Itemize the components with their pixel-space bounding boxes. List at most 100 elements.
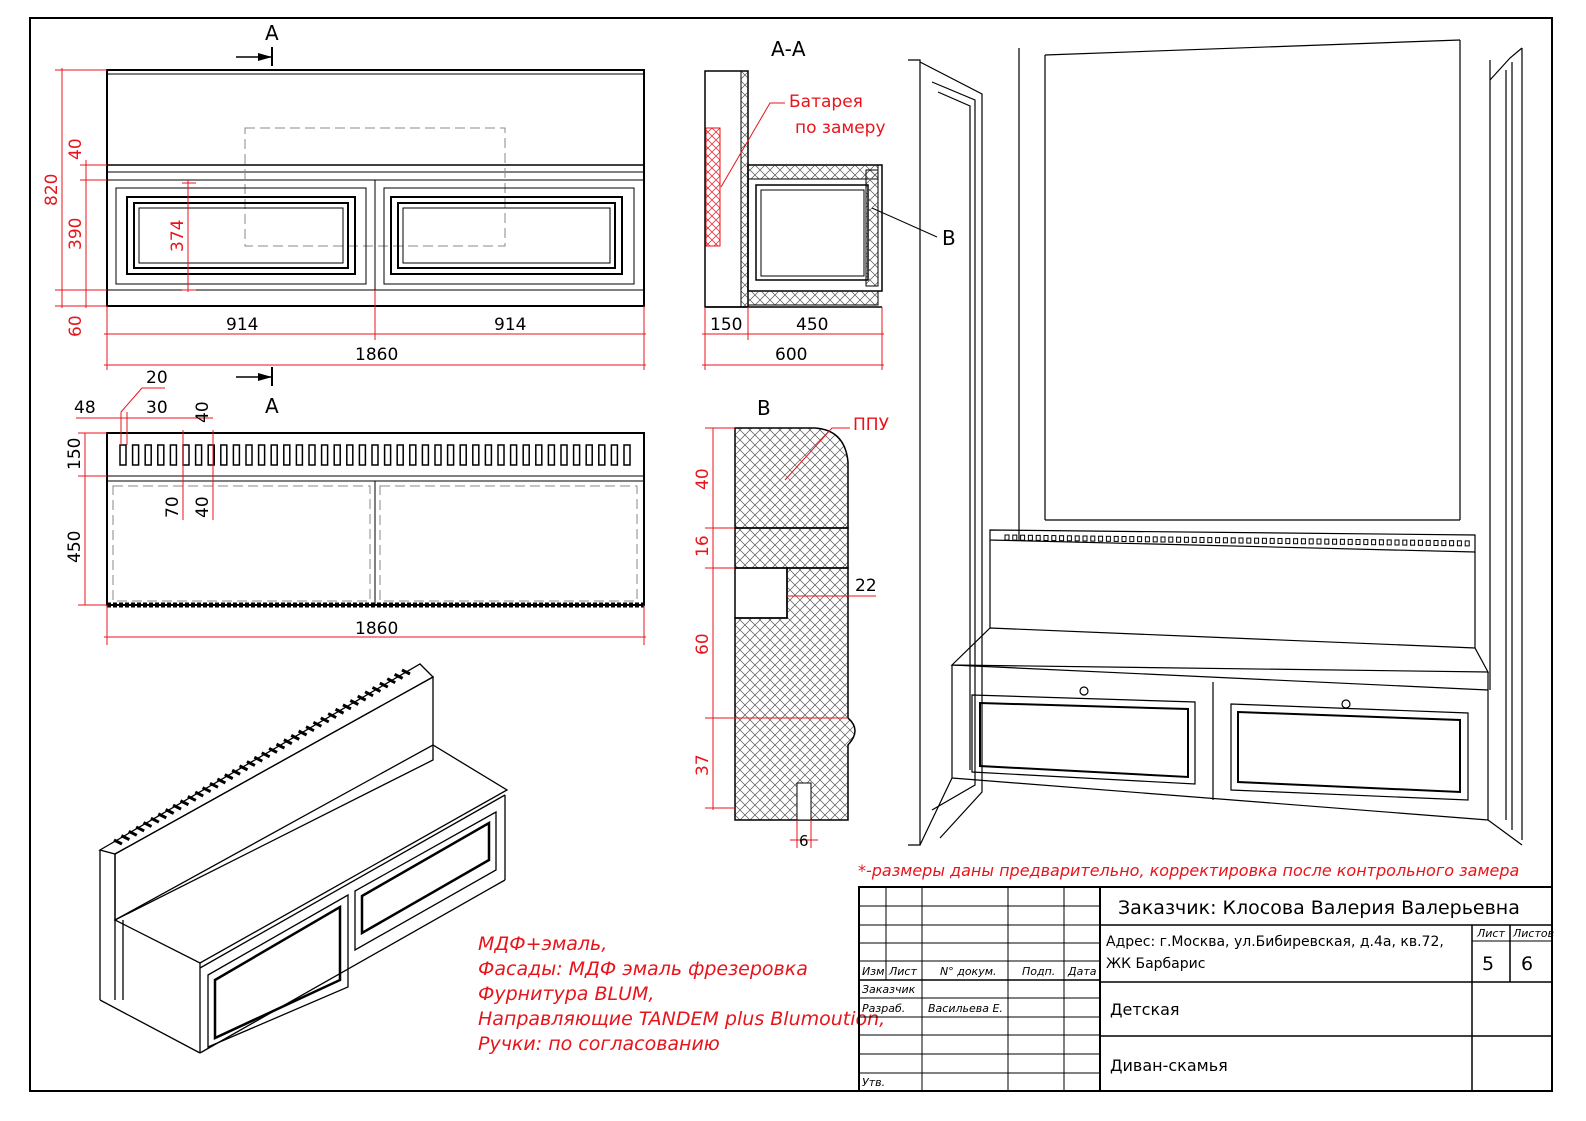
iso-vent-slot	[179, 799, 190, 807]
section-title: А-А	[771, 37, 806, 61]
persp-vent-slot	[1410, 539, 1416, 546]
material-note-1: МДФ+эмаль,	[478, 933, 607, 955]
persp-vent-slot	[1316, 538, 1322, 545]
iso-vent-slot	[201, 786, 212, 794]
material-note-4: Направляющие TANDEM plus Blumoution,	[478, 1008, 885, 1030]
persp-vent-slot	[1402, 539, 1408, 546]
iso-vent-slot	[364, 690, 374, 698]
iso-vent-slot	[393, 673, 404, 680]
iso-vent-slot	[401, 668, 411, 676]
dim-foam: 40	[693, 468, 713, 490]
persp-vent-slot	[1300, 538, 1306, 545]
iso-vent-slot	[261, 751, 271, 759]
notes: МДФ+эмаль, Фасады: МДФ эмаль фрезеровка …	[478, 861, 1519, 1055]
dim-right-width: 914	[494, 315, 526, 335]
col-doc-no: N° докум.	[940, 965, 997, 978]
iso-vent-slot	[312, 720, 323, 728]
iso-vent-slot	[320, 716, 330, 724]
persp-vent-slot	[1168, 536, 1174, 543]
vent-slot	[220, 444, 228, 466]
dim-board: 16	[693, 535, 713, 557]
vent-slot	[472, 444, 480, 466]
vent-slot	[333, 444, 341, 466]
vent-slot-row	[119, 444, 631, 466]
address-line1: Адрес: г.Москва, ул.Бибиревская, д.4а, к…	[1106, 934, 1444, 950]
persp-vent-slot	[1144, 536, 1150, 543]
iso-vent-slot	[327, 712, 337, 719]
dim-plinth: 60	[66, 315, 86, 337]
iso-vent-slot	[334, 707, 345, 715]
vent-slot	[497, 444, 505, 466]
dim-total-height: 820	[42, 174, 62, 206]
iso-vent-slot	[283, 738, 293, 746]
vent-slot	[257, 444, 266, 466]
dim-drawer-height: 390	[66, 218, 86, 250]
isometric-view	[98, 663, 509, 1054]
persp-vent-slot	[1308, 538, 1314, 545]
sheet-number: 5	[1482, 953, 1494, 975]
persp-vent-slot	[1222, 537, 1228, 544]
radiator-note-line1: Батарея	[789, 92, 863, 112]
dim-bottom: 37	[693, 754, 713, 776]
dim-offset: 48	[74, 398, 96, 418]
iso-vent-slot	[135, 825, 145, 833]
dim-slot-pitch: 40	[193, 401, 213, 423]
iso-vent-slot	[349, 699, 359, 706]
vent-slot	[182, 444, 190, 466]
iso-vent-slot	[150, 816, 160, 824]
front-view: А А 820 40 390 60 374	[42, 21, 646, 418]
title-block	[858, 886, 1553, 1092]
vent-slot	[459, 444, 467, 466]
persp-vent-slot	[1285, 538, 1291, 545]
persp-vent-slot	[1238, 537, 1244, 544]
material-note-5: Ручки: по согласованию	[478, 1033, 720, 1055]
detail-title: В	[757, 396, 771, 420]
iso-vent-slot	[253, 755, 263, 763]
vent-slot	[572, 444, 581, 466]
vent-slot	[522, 444, 530, 466]
persp-vent-slot	[1246, 537, 1252, 544]
col-date: Дата	[1067, 965, 1097, 978]
vent-slot	[169, 444, 178, 466]
section-view: А-А Батарея по замеру В 150 450 600	[702, 37, 956, 370]
iso-vent-slot	[231, 768, 241, 776]
dim-top-band: 40	[66, 138, 86, 160]
sheet-label: Лист	[1476, 927, 1505, 940]
sheets-total: 6	[1521, 953, 1533, 975]
persp-vent-slot	[1254, 537, 1260, 544]
top-view: 48 20 30 40 150 450 70 40 1860	[65, 368, 646, 645]
sheets-label: Листов	[1512, 927, 1554, 940]
persp-vent-slot	[1339, 538, 1345, 545]
room-name: Детская	[1110, 1000, 1180, 1019]
vent-slot	[232, 444, 241, 466]
dim-slot-gap: 30	[146, 398, 168, 418]
iso-vent-slot	[357, 694, 367, 702]
dim-front-thickness: 22	[855, 576, 877, 596]
iso-vent-slot	[157, 812, 167, 820]
persp-vent-slot	[1386, 539, 1392, 546]
persp-vent-slot	[1113, 535, 1119, 542]
vent-slot	[346, 444, 354, 466]
persp-vent-slot	[1152, 536, 1158, 543]
col-sheet: Лист	[888, 965, 917, 978]
iso-vent-slot	[268, 747, 278, 754]
vent-slot	[295, 444, 304, 466]
persp-vent-slot	[1347, 538, 1353, 545]
dim-gap: 6	[799, 832, 809, 850]
vent-slot	[308, 444, 316, 466]
foam-label: ППУ	[853, 415, 890, 435]
material-note-3: Фурнитура BLUM,	[478, 983, 654, 1005]
dim-seat-depth: 450	[796, 315, 828, 335]
dim-total-depth: 600	[775, 345, 807, 365]
persp-vent-slot	[1090, 535, 1096, 542]
vent-slot	[119, 444, 127, 466]
persp-vent-slot	[1394, 539, 1400, 546]
persp-vent-slot	[1004, 534, 1010, 541]
product-name: Диван-скамья	[1110, 1056, 1228, 1075]
persp-vent-slot	[1105, 535, 1111, 542]
persp-vent-slot	[1433, 540, 1439, 546]
role-customer: Заказчик	[862, 983, 916, 996]
iso-vent-slot	[224, 773, 234, 780]
iso-vent-slot	[120, 834, 131, 841]
persp-vent-slot	[1199, 537, 1205, 543]
